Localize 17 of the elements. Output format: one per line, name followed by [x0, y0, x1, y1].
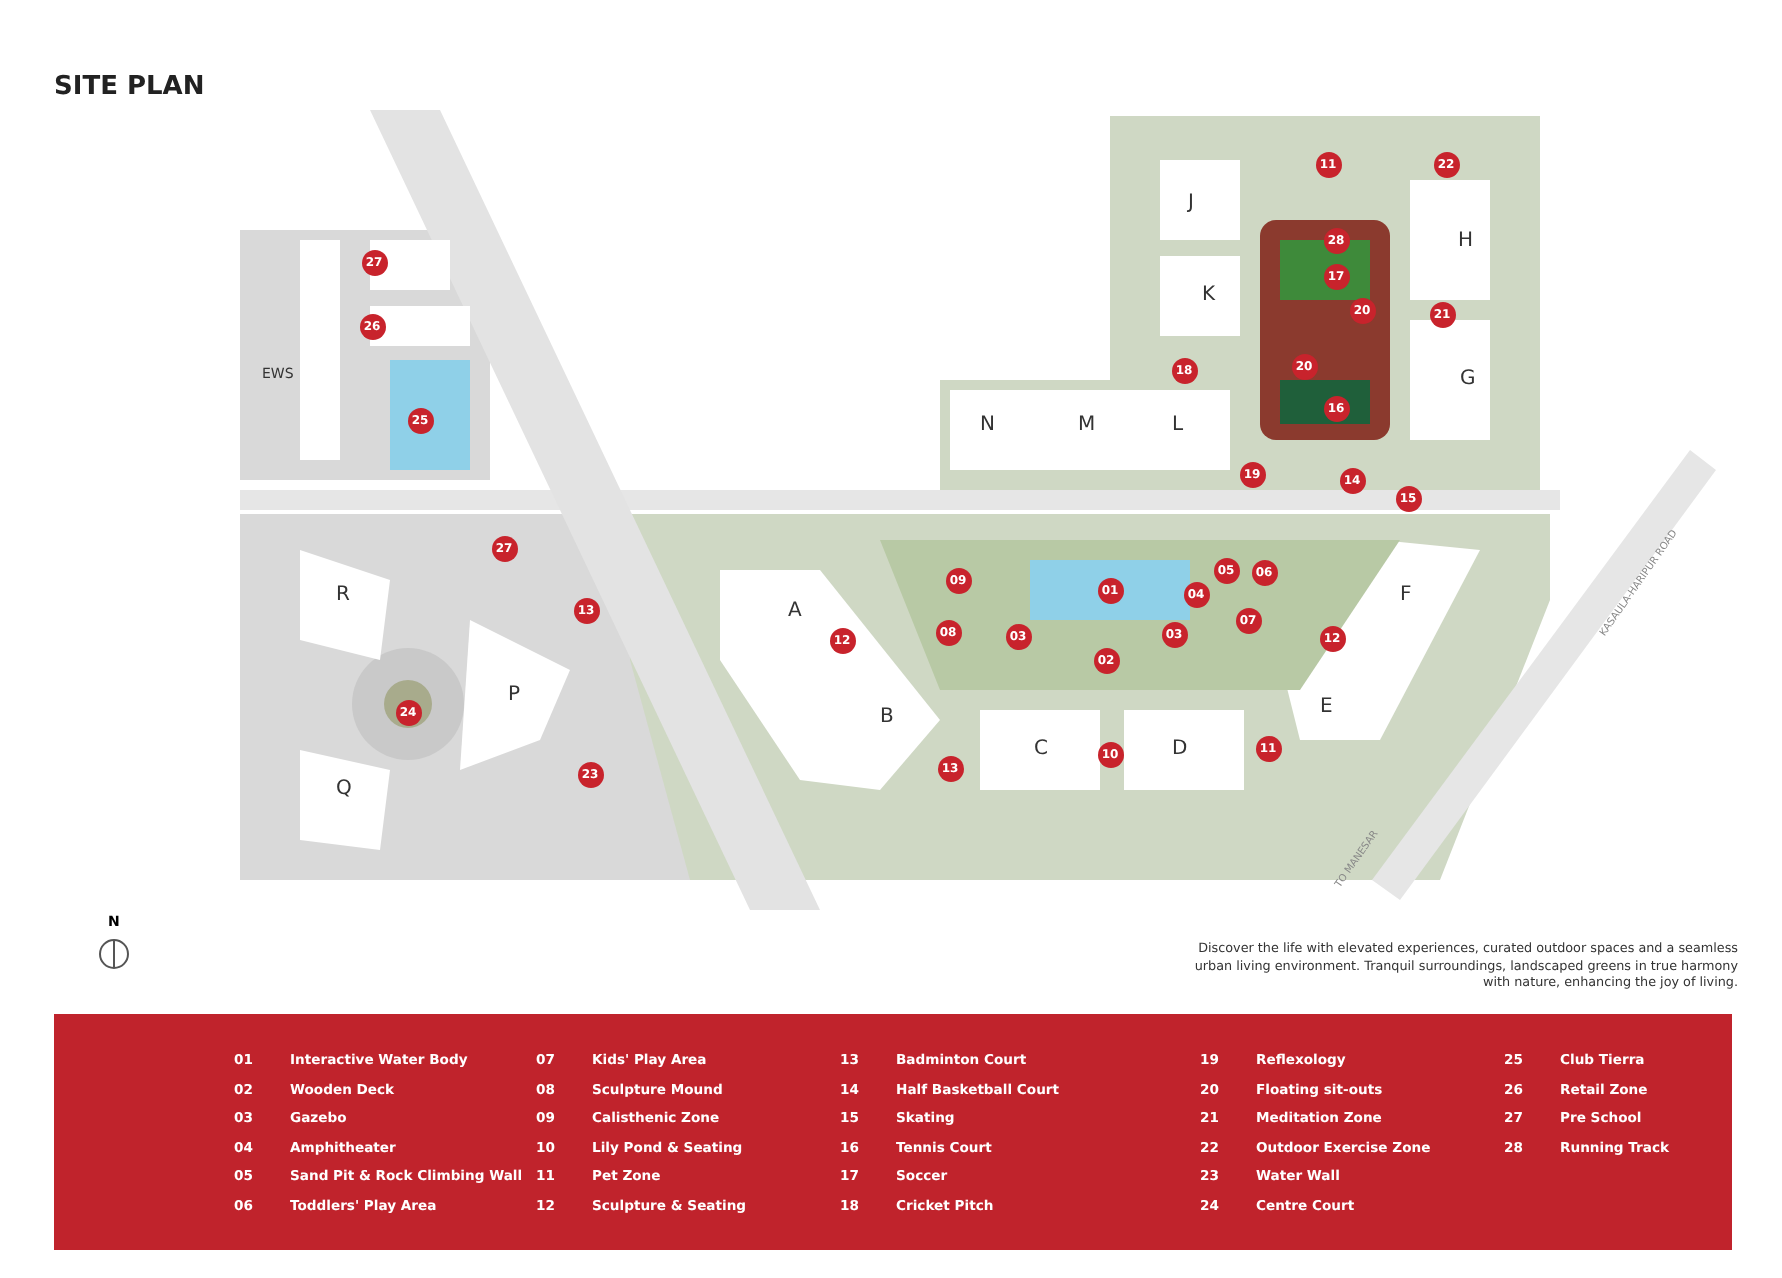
tower-letter: L [1172, 416, 1184, 436]
tower-letter: J [1188, 194, 1194, 214]
tower-letter: C [1034, 740, 1048, 760]
tower-letter: F [1400, 586, 1412, 606]
tower-letter: G [1460, 370, 1476, 390]
tower-letter: M [1078, 416, 1096, 436]
tower-letter: N [980, 416, 995, 436]
tower-letter: Q [336, 780, 352, 800]
tower-letter: P [508, 686, 521, 706]
tower-letter: B [880, 708, 894, 728]
tower-letter: H [1458, 232, 1474, 252]
tower-letter: D [1172, 740, 1188, 760]
tower-letter: K [1202, 286, 1216, 306]
tower-letter: R [336, 586, 350, 606]
title: SITE PLAN [54, 74, 205, 100]
tower-letter: A [788, 602, 802, 622]
tower-letter: E [1320, 698, 1333, 718]
